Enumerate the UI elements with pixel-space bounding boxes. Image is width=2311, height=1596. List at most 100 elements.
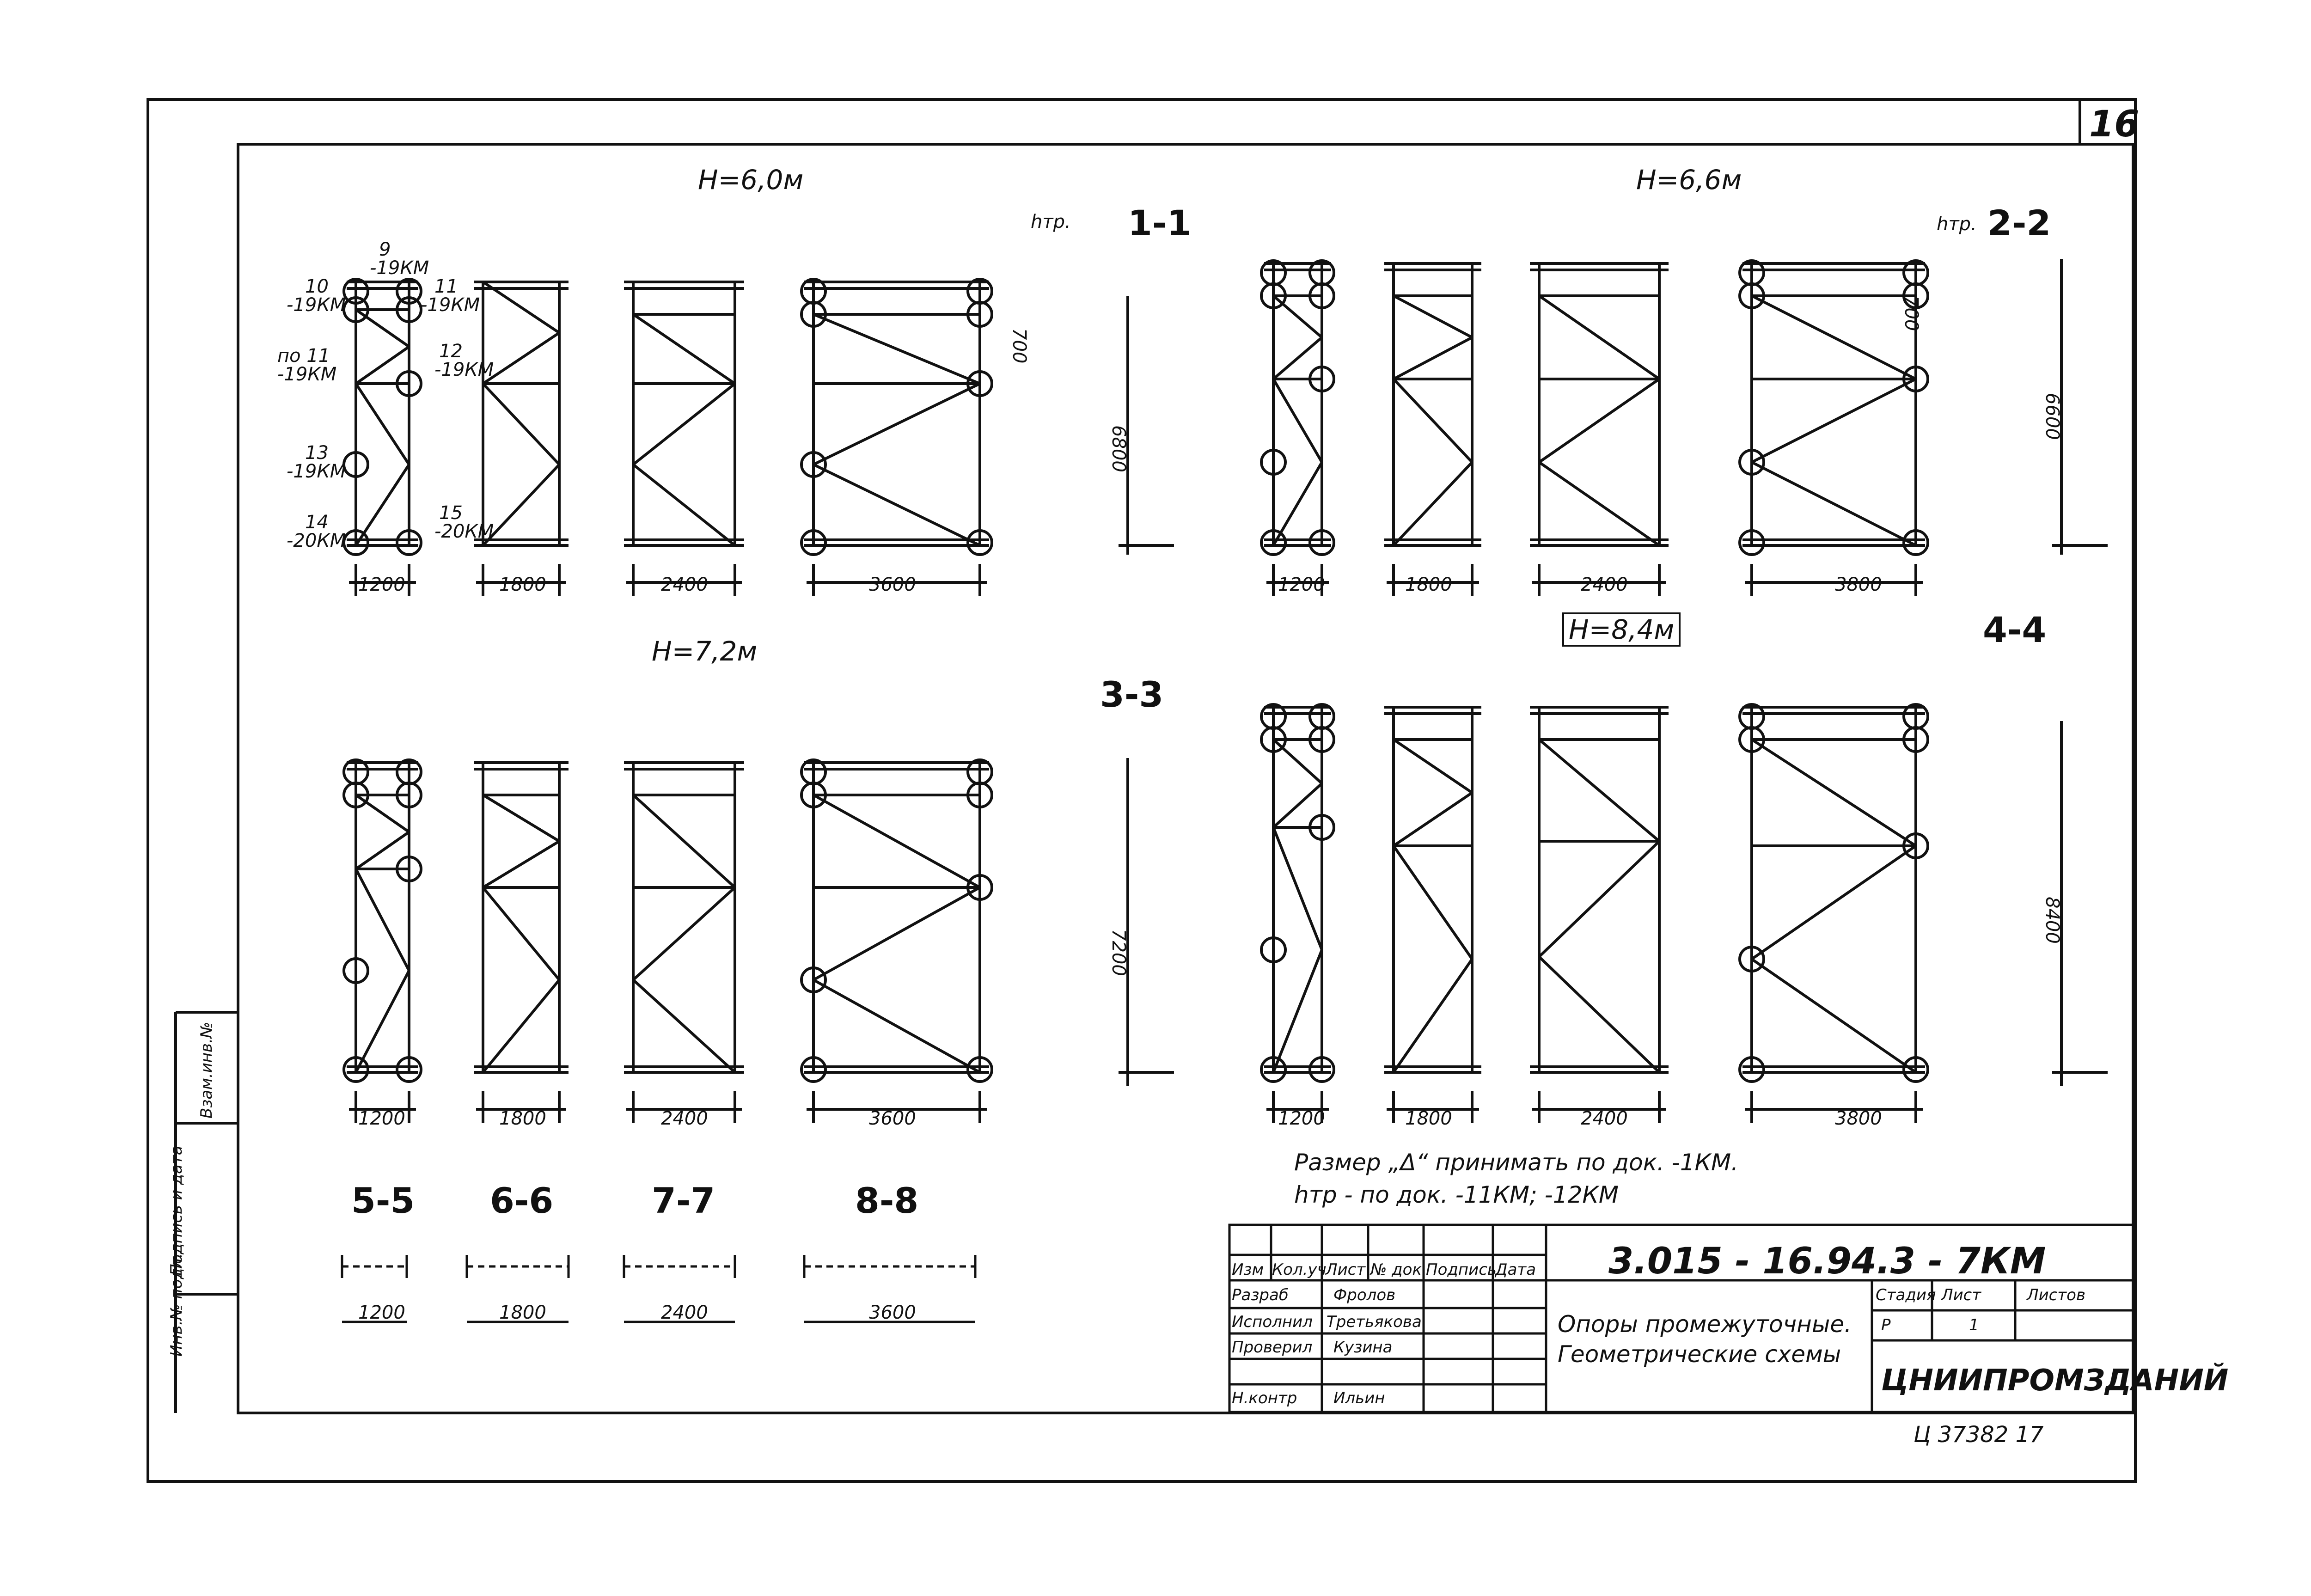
dim-8400: 8400 bbox=[2042, 897, 2063, 944]
row3-name: Кузина bbox=[1333, 1338, 1393, 1357]
note-line-1: Размер „Δ“ принимать по док. -1КМ. bbox=[1294, 1149, 1739, 1176]
dim-7200: 7200 bbox=[1108, 929, 1129, 976]
diagonal bbox=[1538, 738, 1660, 843]
dim-1200-b: 1200 bbox=[1278, 574, 1325, 595]
node-circle bbox=[342, 957, 369, 984]
node-circle bbox=[1308, 1056, 1335, 1083]
dim-1200-a: 1200 bbox=[358, 574, 405, 595]
node-circle bbox=[1738, 449, 1765, 476]
dim-1200-c: 1200 bbox=[358, 1108, 405, 1129]
diagonal bbox=[1272, 949, 1323, 1073]
mark-12: 12 bbox=[439, 341, 463, 362]
dim-3600-c: 3600 bbox=[869, 1108, 916, 1129]
stadia-header: Стадия bbox=[1876, 1286, 1936, 1304]
diagonal bbox=[482, 887, 561, 981]
diagonal bbox=[482, 979, 561, 1073]
diagonal bbox=[813, 794, 981, 889]
diagonal bbox=[632, 978, 736, 1074]
diagonal bbox=[632, 886, 736, 981]
title-block bbox=[1228, 1223, 2134, 1413]
node-circle bbox=[342, 278, 369, 305]
node-circle bbox=[966, 370, 993, 397]
node-circle bbox=[966, 301, 993, 328]
mark-14: 14 bbox=[305, 512, 329, 533]
mark-15: 15 bbox=[439, 502, 463, 524]
group-heading-h60: Н=6,0м bbox=[698, 164, 804, 196]
mark-12-km: -19КМ bbox=[434, 359, 494, 380]
node-circle bbox=[1260, 449, 1287, 476]
diagonal bbox=[1751, 378, 1917, 464]
diagonal bbox=[482, 840, 560, 889]
node-circle bbox=[396, 856, 422, 882]
section-label-3-3: 3-3 bbox=[1100, 674, 1164, 715]
diagonal bbox=[355, 794, 410, 833]
diagonal bbox=[1751, 738, 1917, 847]
diagonal bbox=[482, 382, 561, 466]
diagonal bbox=[482, 463, 561, 547]
node-circle bbox=[1902, 832, 1929, 859]
node-circle bbox=[1260, 936, 1287, 963]
diagonal bbox=[632, 382, 736, 466]
diagonal bbox=[632, 313, 736, 385]
node-circle bbox=[1738, 1056, 1765, 1083]
diagonal bbox=[1751, 844, 1917, 960]
listov-header: Листов bbox=[2027, 1286, 2086, 1304]
diagonal bbox=[355, 383, 410, 465]
diagonal bbox=[355, 868, 410, 972]
diagonal bbox=[355, 970, 410, 1073]
node-circle bbox=[1738, 946, 1765, 972]
dim-1200-d: 1200 bbox=[1278, 1108, 1325, 1129]
diagonal bbox=[1272, 826, 1323, 951]
dim-700-a: 700 bbox=[1009, 328, 1030, 364]
plan-dim-1800: 1800 bbox=[499, 1302, 546, 1323]
dim-2400-d: 2400 bbox=[1581, 1108, 1628, 1129]
mark-9: 9 bbox=[379, 239, 391, 260]
node-circle bbox=[1738, 726, 1765, 753]
diagonal bbox=[1392, 845, 1473, 960]
dim-1800-a: 1800 bbox=[499, 574, 546, 595]
node-circle bbox=[1260, 726, 1287, 753]
diagonal bbox=[813, 886, 981, 981]
diagonal bbox=[1392, 958, 1473, 1073]
mark-10: 10 bbox=[305, 276, 329, 297]
doc-code: 3.015 - 16.94.3 - 7КМ bbox=[1608, 1241, 2046, 1282]
diagonal bbox=[1393, 738, 1473, 794]
node-circle bbox=[1260, 282, 1287, 309]
row1-name: Фролов bbox=[1333, 1286, 1396, 1304]
mark-13-km: -19КМ bbox=[287, 461, 346, 482]
diagonal bbox=[813, 382, 981, 466]
row4-name: Ильин bbox=[1333, 1389, 1385, 1407]
diagonal bbox=[482, 794, 560, 843]
diagonal bbox=[1538, 840, 1661, 958]
node-circle bbox=[1308, 366, 1335, 392]
row3-role: Проверил bbox=[1232, 1338, 1313, 1357]
diagonal bbox=[1392, 378, 1473, 464]
diagonal bbox=[482, 331, 560, 385]
mark-15-km: -20КМ bbox=[434, 521, 494, 542]
diagonal bbox=[1751, 958, 1917, 1074]
node-circle bbox=[1902, 726, 1929, 753]
section-label-4-4: 4-4 bbox=[1983, 609, 2047, 650]
node-circle bbox=[800, 451, 827, 478]
diagonal bbox=[355, 345, 410, 385]
plan-dim-3600: 3600 bbox=[869, 1302, 916, 1323]
node-circle bbox=[342, 529, 369, 556]
dim-1800-b: 1800 bbox=[1405, 574, 1452, 595]
diagonal bbox=[1393, 294, 1473, 339]
dim-3800-b: 3800 bbox=[1835, 574, 1882, 595]
node-circle bbox=[1260, 529, 1287, 556]
diagonal bbox=[1751, 294, 1917, 380]
node-circle bbox=[800, 301, 827, 328]
mark-13: 13 bbox=[305, 442, 329, 464]
diagonal bbox=[1272, 336, 1323, 380]
diagonal bbox=[1538, 294, 1660, 380]
mark-11: 11 bbox=[434, 276, 458, 297]
node-circle bbox=[966, 874, 993, 901]
col-list: Лист bbox=[1326, 1260, 1366, 1279]
mark-14-km: -20КМ bbox=[287, 530, 346, 551]
stadia-value: Р bbox=[1881, 1316, 1891, 1334]
node-circle bbox=[1902, 282, 1929, 309]
node-circle bbox=[1260, 1056, 1287, 1083]
node-circle bbox=[1902, 366, 1929, 392]
node-circle bbox=[396, 1056, 422, 1083]
